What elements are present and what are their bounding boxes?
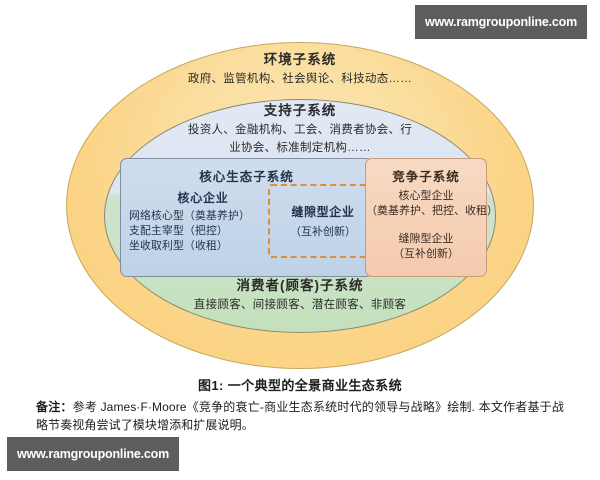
niche-enterprise-dashed-box: 缝隙型企业 （互补创新）: [268, 184, 378, 258]
caption-note: 备注：参考 James·F·Moore《竞争的衰亡-商业生态系统时代的领导与战略…: [36, 398, 564, 434]
niche-enterprise-subtitle: （互补创新）: [290, 226, 356, 238]
environment-subsystem-title: 环境子系统: [263, 52, 337, 67]
environment-subsystem-body: 政府、监管机构、社会舆论、科技动态……: [187, 72, 413, 85]
caption-note-text: 参考 James·F·Moore《竞争的衰亡-商业生态系统时代的领导与战略》绘制…: [36, 400, 564, 432]
watermark-top: www.ramgrouponline.com: [415, 5, 587, 39]
core-ecosystem-subsystem-box: 核心生态子系统 核心企业 网络核心型（奠基养护） 支配主宰型（把控） 坐收取利型…: [120, 158, 373, 277]
competitor-subsystem-title: 竞争子系统: [392, 170, 460, 184]
consumer-subsystem-body: 直接顾客、间接顾客、潜在顾客、非顾客: [193, 298, 407, 311]
caption-note-label: 备注：: [36, 400, 73, 414]
watermark-bottom: www.ramgrouponline.com: [7, 437, 179, 471]
support-subsystem-title: 支持子系统: [263, 103, 337, 118]
competitor-core-type-name: 核心型企业: [398, 190, 454, 202]
support-subsystem-body-line2: 业协会、标准制定机构……: [229, 142, 371, 155]
competitor-core-type-group: 核心型企业 （奠基养护、把控、收租）: [366, 189, 498, 219]
competitor-niche-type-name: 缝隙型企业: [398, 233, 454, 245]
core-enterprise-block: 核心企业 网络核心型（奠基养护） 支配主宰型（把控） 坐收取利型（收租）: [129, 189, 277, 254]
core-enterprise-title: 核心企业: [177, 191, 229, 205]
environment-subsystem-text: 环境子系统 政府、监管机构、社会舆论、科技动态……: [150, 52, 450, 86]
figure-title: 图1: 一个典型的全景商业生态系统: [198, 378, 402, 393]
competitor-core-type-detail: （奠基养护、把控、收租）: [366, 204, 498, 217]
support-subsystem-body-line1: 投资人、金融机构、工会、消费者协会、行: [187, 123, 413, 136]
consumer-subsystem-text: 消费者(顾客)子系统 直接顾客、间接顾客、潜在顾客、非顾客: [120, 278, 480, 312]
consumer-subsystem-title: 消费者(顾客)子系统: [236, 278, 364, 293]
support-subsystem-text: 支持子系统 投资人、金融机构、工会、消费者协会、行 业协会、标准制定机构……: [150, 103, 450, 157]
core-enterprise-line-1: 网络核心型（奠基养护）: [129, 210, 250, 222]
competitor-subsystem-box: 竞争子系统 核心型企业 （奠基养护、把控、收租） 缝隙型企业 （互补创新）: [365, 158, 498, 277]
core-enterprise-line-3: 坐收取利型（收租）: [129, 240, 228, 253]
core-enterprise-line-2: 支配主宰型（把控）: [129, 225, 228, 238]
competitor-niche-type-detail: （互补创新）: [393, 247, 459, 260]
niche-enterprise-title: 缝隙型企业: [291, 205, 355, 219]
competitor-niche-type-group: 缝隙型企业 （互补创新）: [366, 232, 486, 262]
core-ecosystem-subsystem-title: 核心生态子系统: [199, 170, 294, 184]
figure-caption: 图1: 一个典型的全景商业生态系统 备注：参考 James·F·Moore《竞争…: [36, 375, 564, 434]
